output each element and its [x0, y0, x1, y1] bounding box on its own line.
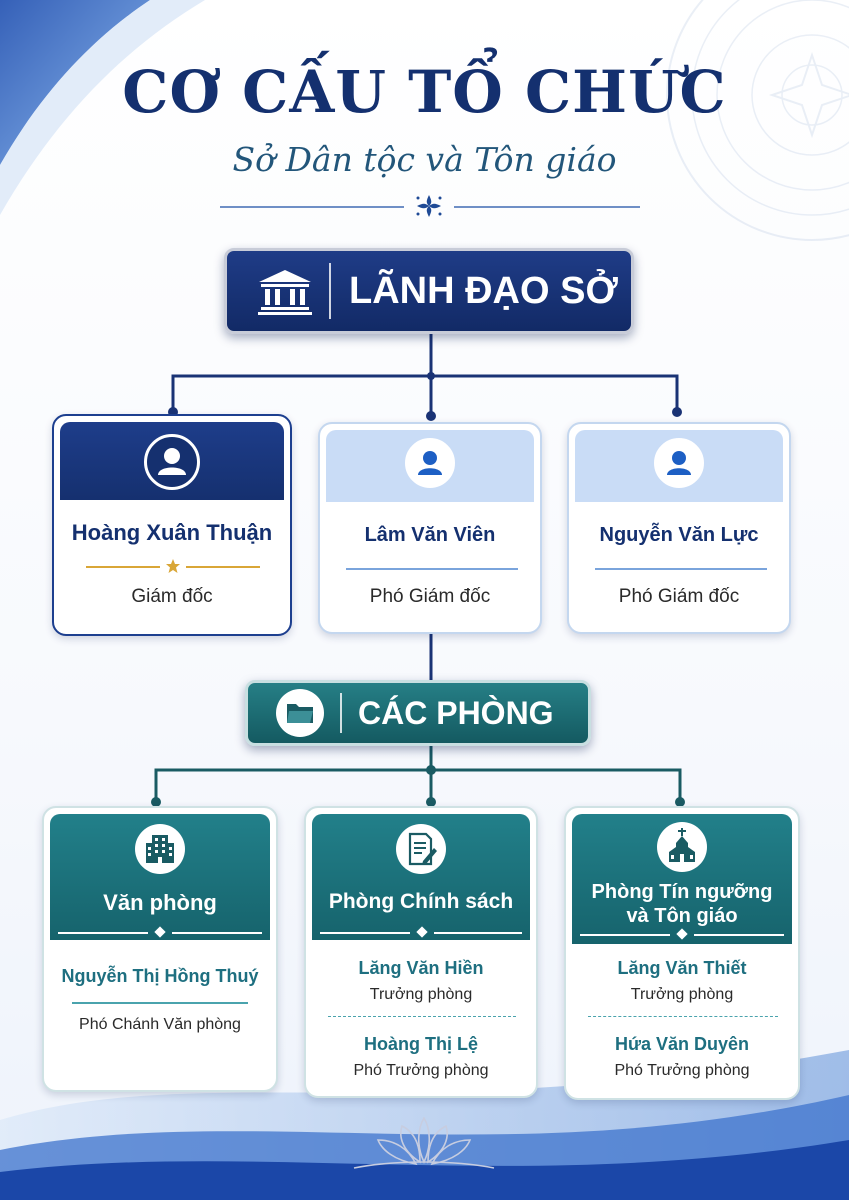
folder-icon: [287, 704, 313, 723]
ornament-icon: [416, 195, 442, 217]
title-divider-right: [454, 206, 640, 208]
avatar: [654, 438, 704, 488]
leadership-banner-label: LÃNH ĐẠO SỞ: [349, 269, 618, 312]
blue-divider: [346, 568, 518, 570]
avatar: [144, 434, 200, 490]
staff-name: Hoàng Thị Lệ: [364, 1034, 478, 1054]
government-building-icon: [258, 270, 312, 315]
staff-role: Trưởng phòng: [630, 986, 734, 1003]
staff-role: Phó Trưởng phòng: [353, 1062, 489, 1079]
department-card-van-phong: Văn phòng Nguyễn Thị Hồng Thuý Phó Chánh…: [42, 806, 278, 1092]
department-icon-badge: [135, 824, 185, 874]
departments-banner-label: CÁC PHÒNG: [358, 694, 554, 731]
department-icon-badge: [657, 822, 707, 872]
divider-left: [580, 934, 670, 936]
leader-role: Giám đốc: [131, 586, 213, 607]
staff-role: Phó Trưởng phòng: [614, 1062, 750, 1079]
department-card-tin-nguong-ton-giao: Phòng Tín ngưỡng và Tôn giáo Lăng Văn Th…: [564, 806, 800, 1100]
department-name: Phòng Tín ngưỡng và Tôn giáo: [566, 880, 798, 928]
department-name: Văn phòng: [103, 890, 217, 915]
title-divider-left: [220, 206, 404, 208]
staff-role: Phó Chánh Văn phòng: [79, 1016, 241, 1033]
staff-name: Lăng Văn Hiền: [358, 958, 484, 978]
staff-role: Trưởng phòng: [369, 986, 473, 1003]
leader-card-director: Hoàng Xuân Thuận Giám đốc: [52, 414, 292, 636]
star-icon: [166, 559, 180, 573]
leader-role: Phó Giám đốc: [369, 586, 491, 607]
divider-right: [694, 934, 784, 936]
divider-left: [320, 932, 410, 934]
avatar: [405, 438, 455, 488]
leader-name: Hoàng Xuân Thuận: [71, 520, 273, 545]
person-icon: [158, 448, 186, 475]
person-icon: [418, 451, 442, 475]
staff-name: Nguyễn Thị Hồng Thuý: [61, 966, 259, 986]
staff-name: Lăng Văn Thiết: [617, 958, 747, 978]
department-icon-badge: [396, 824, 446, 874]
folder-icon-badge: [276, 689, 324, 737]
bottom-wave-dark: [0, 1140, 849, 1200]
divider-right: [434, 932, 522, 934]
lotus-icon: [353, 1116, 495, 1169]
banner-divider: [329, 263, 331, 319]
corner-wave-top-left: [0, 0, 150, 165]
leader-name: Nguyễn Văn Lực: [599, 524, 759, 546]
person-icon: [667, 451, 691, 475]
staff-divider: [588, 1016, 778, 1017]
corner-wave-top-left-light: [0, 0, 205, 215]
leader-role: Phó Giám đốc: [618, 586, 740, 607]
document-pen-icon: [408, 832, 437, 866]
divider-left: [58, 932, 148, 934]
banner-divider: [340, 693, 342, 733]
leader-name: Lâm Văn Viên: [364, 524, 496, 546]
bronze-drum-pattern: [666, 0, 849, 241]
divider-right: [172, 932, 262, 934]
blue-divider: [595, 568, 767, 570]
leader-card-deputy-1: Lâm Văn Viên Phó Giám đốc: [318, 422, 542, 634]
department-card-chinh-sach: Phòng Chính sách Lăng Văn Hiền Trưởng ph…: [304, 806, 538, 1098]
department-name-line-2: và Tôn giáo: [626, 905, 738, 927]
departments-banner: CÁC PHÒNG: [245, 680, 591, 746]
leader-card-deputy-2: Nguyễn Văn Lực Phó Giám đốc: [567, 422, 791, 634]
department-name-line-1: Phòng Tín ngưỡng: [591, 881, 773, 903]
page-title: CƠ CẤU TỔ CHỨC: [122, 58, 727, 126]
page-subtitle: Sở Dân tộc và Tôn giáo: [232, 140, 617, 179]
department-name: Phòng Chính sách: [328, 890, 514, 913]
staff-divider: [328, 1016, 516, 1017]
office-building-icon: [146, 835, 174, 863]
staff-divider: [72, 1002, 248, 1004]
leadership-banner: LÃNH ĐẠO SỞ: [224, 248, 634, 334]
staff-name: Hứa Văn Duyên: [614, 1034, 750, 1054]
church-icon: [669, 828, 695, 862]
gold-divider-right: [186, 566, 260, 568]
gold-divider-left: [86, 566, 160, 568]
